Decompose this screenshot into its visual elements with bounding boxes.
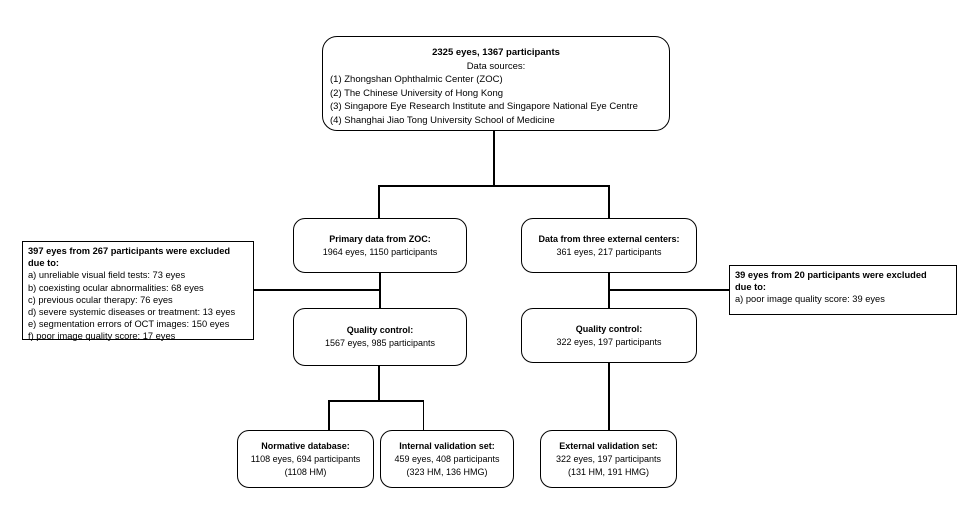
quality-control-left-box: Quality control: 1567 eyes, 985 particip… bbox=[293, 308, 467, 366]
left-exclusion-item: c) previous ocular therapy: 76 eyes bbox=[28, 294, 173, 305]
primary-zoc-detail: 1964 eyes, 1150 participants bbox=[322, 246, 438, 257]
normative-database-detail: 1108 eyes, 694 participants bbox=[250, 453, 361, 464]
left-exclusion-item: a) unreliable visual field tests: 73 eye… bbox=[28, 270, 186, 281]
left-exclusion-title: 397 eyes from 267 participants were excl… bbox=[28, 246, 231, 269]
primary-zoc-box: Primary data from ZOC: 1964 eyes, 1150 p… bbox=[293, 218, 467, 273]
data-source-item: (1) Zhongshan Ophthalmic Center (ZOC) bbox=[330, 74, 503, 86]
connector-external-to-qc bbox=[608, 272, 610, 309]
connector-top-branch-horizontal bbox=[378, 185, 610, 187]
quality-control-right-title: Quality control: bbox=[575, 323, 643, 334]
connector-top-vertical bbox=[493, 130, 495, 186]
internal-validation-box: Internal validation set: 459 eyes, 408 p… bbox=[380, 430, 514, 488]
connector-normative-drop bbox=[328, 400, 330, 431]
quality-control-left-title: Quality control: bbox=[346, 325, 414, 335]
internal-validation-title: Internal validation set: bbox=[399, 440, 495, 451]
left-exclusion-item: e) segmentation errors of OCT images: 15… bbox=[28, 319, 230, 330]
quality-control-right-box: Quality control: 322 eyes, 197 participa… bbox=[521, 308, 697, 363]
external-centers-title: Data from three external centers: bbox=[538, 233, 680, 244]
right-exclusion-title: 39 eyes from 20 participants were exclud… bbox=[735, 270, 927, 293]
quality-control-right-detail: 322 eyes, 197 participants bbox=[556, 336, 662, 347]
left-exclusion-item: b) coexisting ocular abnormalities: 68 e… bbox=[28, 282, 204, 293]
external-centers-detail: 361 eyes, 217 participants bbox=[556, 246, 662, 257]
data-source-item: (4) Shanghai Jiao Tong University School… bbox=[330, 114, 555, 126]
connector-internal-drop bbox=[422, 400, 424, 431]
connector-right-exclusion bbox=[609, 289, 730, 291]
external-validation-title: External validation set: bbox=[559, 440, 658, 451]
normative-database-box: Normative database: 1108 eyes, 694 parti… bbox=[237, 430, 374, 488]
data-sources-label: Data sources: bbox=[466, 60, 526, 72]
left-exclusion-item: f) poor image quality score: 17 eyes bbox=[28, 331, 176, 342]
connector-branch-right-drop bbox=[608, 185, 610, 218]
connector-bottom-branch-horizontal bbox=[328, 400, 424, 402]
connector-branch-left-drop bbox=[378, 185, 380, 218]
connector-left-exclusion bbox=[250, 289, 380, 291]
connector-primary-to-qc bbox=[379, 272, 381, 309]
left-exclusion-item: d) severe systemic diseases or treatment… bbox=[28, 307, 236, 318]
external-validation-box: External validation set: 322 eyes, 197 p… bbox=[540, 430, 677, 488]
right-exclusion-box: 39 eyes from 20 participants were exclud… bbox=[729, 265, 957, 315]
external-centers-box: Data from three external centers: 361 ey… bbox=[521, 218, 697, 273]
normative-database-title: Normative database: bbox=[261, 440, 350, 451]
external-validation-detail: 322 eyes, 197 participants bbox=[555, 453, 662, 464]
data-source-item: (2) The Chinese University of Hong Kong bbox=[330, 87, 504, 99]
total-cohort-title: 2325 eyes, 1367 participants bbox=[432, 47, 560, 58]
data-source-item: (3) Singapore Eye Research Institute and… bbox=[330, 101, 638, 113]
left-exclusion-box: 397 eyes from 267 participants were excl… bbox=[22, 241, 254, 342]
external-validation-note: (131 HM, 191 HMG) bbox=[567, 466, 650, 477]
primary-zoc-title: Primary data from ZOC: bbox=[329, 233, 431, 244]
total-cohort-box: 2325 eyes, 1367 participants Data source… bbox=[322, 36, 670, 131]
right-exclusion-item: a) poor image quality score: 39 eyes bbox=[735, 294, 885, 305]
internal-validation-note: (323 HM, 136 HMG) bbox=[406, 466, 488, 477]
normative-database-note: (1108 HM) bbox=[284, 466, 327, 477]
connector-qcleft-down bbox=[378, 365, 380, 401]
quality-control-left-detail: 1567 eyes, 985 participants bbox=[324, 338, 436, 348]
connector-qcright-to-externalval bbox=[608, 362, 610, 431]
internal-validation-detail: 459 eyes, 408 participants bbox=[394, 453, 500, 464]
